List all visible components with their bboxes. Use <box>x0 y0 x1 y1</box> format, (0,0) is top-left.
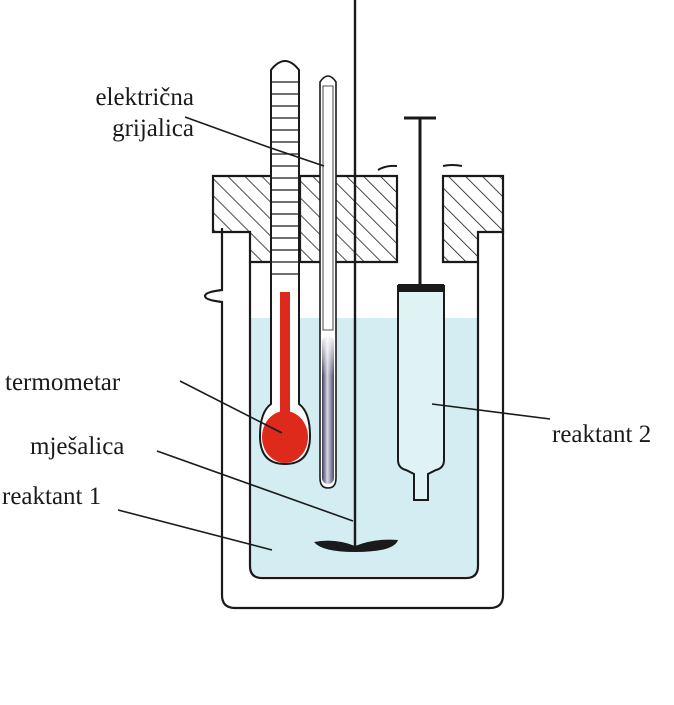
syringe <box>397 116 445 501</box>
stirrer <box>314 0 398 552</box>
label-heater-line1: električna <box>95 84 194 111</box>
leader-thermometer <box>179 380 283 434</box>
inner-vessel <box>248 262 480 580</box>
thermometer-scale <box>271 81 299 275</box>
leader-reactant1 <box>117 509 273 551</box>
electric-heater <box>319 75 337 489</box>
thermometer <box>258 60 312 466</box>
label-reactant2: reaktant 2 <box>552 421 651 448</box>
lid-lip-left <box>377 164 398 171</box>
label-stirrer: mješalica <box>30 433 124 460</box>
label-reactant1: reaktant 1 <box>2 483 101 510</box>
mercury-column <box>280 292 290 416</box>
label-thermometer: termometar <box>5 369 121 396</box>
leader-lines <box>117 116 551 551</box>
leader-reactant2 <box>431 403 551 420</box>
leader-stirrer <box>156 450 354 522</box>
outer-vessel <box>203 228 505 610</box>
lid-middle <box>298 174 399 264</box>
lid-lip-right <box>442 164 463 167</box>
mercury-bulb <box>262 411 308 463</box>
leader-heater <box>184 116 325 167</box>
lid-right <box>441 174 505 264</box>
syringe-plunger <box>398 284 444 292</box>
syringe-barrel <box>397 285 445 501</box>
label-heater-line2: grijalica <box>112 115 194 142</box>
stirrer-blade <box>314 539 398 552</box>
